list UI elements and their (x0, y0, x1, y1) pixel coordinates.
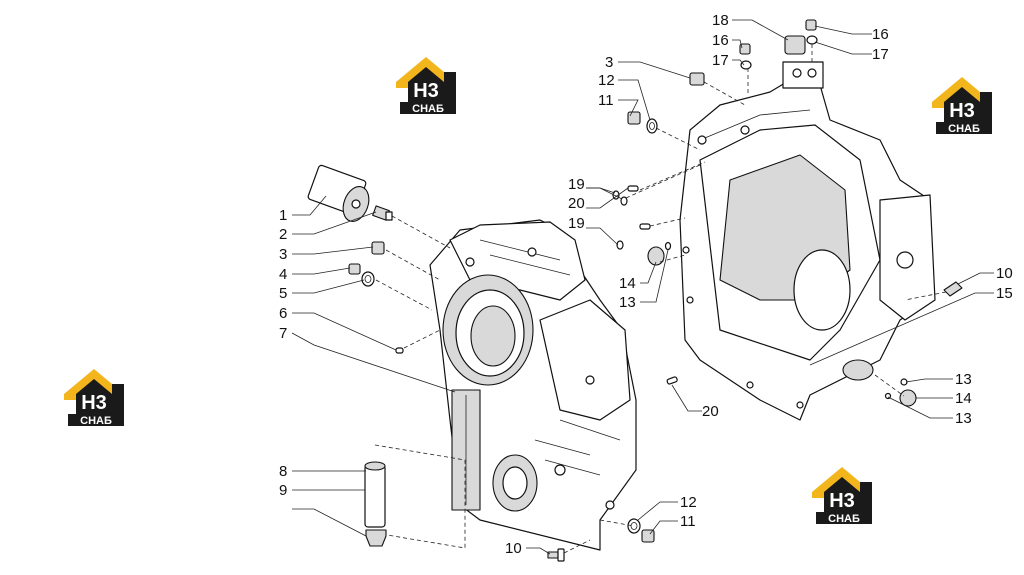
leader-lines (291, 19, 994, 555)
seal-13-left (664, 241, 672, 251)
callout-10: 10 (996, 265, 1013, 282)
plug-18 (784, 35, 806, 55)
callout-12: 12 (680, 494, 697, 511)
plug-9 (365, 529, 387, 547)
callout-20: 20 (702, 403, 719, 420)
logo-watermark: H3 СНАБ (812, 467, 872, 525)
plug-3-left (371, 241, 385, 255)
callout-11: 11 (598, 92, 614, 109)
plug-4 (348, 263, 361, 275)
callout-16: 16 (712, 32, 729, 49)
logo-text: СНАБ (80, 415, 112, 427)
callout-13: 13 (955, 410, 972, 427)
plug-11-bottom (641, 529, 655, 543)
assembly-lines (374, 44, 947, 554)
plug-11-top (627, 111, 641, 125)
bolt-10-bottom (547, 548, 565, 562)
callout-5: 5 (279, 285, 287, 302)
logo-watermark: H3 СНАБ (932, 77, 992, 135)
washer-12-top (646, 118, 658, 134)
plug-16-top (805, 19, 817, 31)
callout-13: 13 (955, 371, 972, 388)
callout-1: 1 (279, 207, 287, 224)
tube-8 (364, 461, 386, 528)
logo-watermark: H3 СНАБ (64, 369, 124, 427)
logo-mark: H3 (81, 392, 107, 414)
callout-10: 10 (505, 540, 522, 557)
logo-text: СНАБ (828, 513, 860, 525)
callout-17: 17 (712, 52, 729, 69)
callout-labels: 1 2 3 4 5 6 7 8 9 3 12 11 19 20 19 14 13… (279, 12, 1013, 557)
washer-17-top (806, 35, 818, 45)
callout-14: 14 (955, 390, 972, 407)
plug-16-mid (739, 43, 751, 55)
callout-3: 3 (279, 246, 287, 263)
plug-14-left (647, 246, 665, 266)
logo-text: СНАБ (948, 123, 980, 135)
callout-14: 14 (619, 275, 636, 292)
pin-6 (395, 347, 404, 354)
callout-11: 11 (680, 513, 696, 530)
callout-2: 2 (279, 226, 287, 243)
callout-3: 3 (605, 54, 613, 71)
callout-6: 6 (279, 305, 287, 322)
callout-13: 13 (619, 294, 636, 311)
plug-14-right (899, 389, 917, 407)
washer-5 (361, 271, 375, 287)
callout-15: 15 (996, 285, 1013, 302)
plug-3-right (689, 72, 705, 86)
pin-20-top (627, 185, 651, 230)
callout-16: 16 (872, 26, 889, 43)
logo-watermark: H3 СНАБ (396, 57, 456, 115)
callout-19: 19 (568, 176, 585, 193)
oil-filter (307, 164, 370, 222)
callout-9: 9 (279, 482, 287, 499)
rings-19 (612, 190, 628, 250)
logo-mark: H3 (829, 490, 855, 512)
logo-mark: H3 (949, 100, 975, 122)
front-housing (429, 219, 637, 551)
logo-text: СНАБ (412, 103, 444, 115)
callout-18: 18 (712, 12, 729, 29)
callout-19: 19 (568, 215, 585, 232)
adapter-fitting (372, 205, 393, 221)
main-housing (679, 61, 936, 421)
pin-20-bottom (666, 376, 678, 385)
logo-mark: H3 (413, 80, 439, 102)
callout-20: 20 (568, 195, 585, 212)
callout-12: 12 (598, 72, 615, 89)
callout-17: 17 (872, 46, 889, 63)
washer-12-bottom (627, 518, 641, 534)
callout-4: 4 (279, 266, 287, 283)
washer-17-mid (740, 60, 752, 70)
callout-7: 7 (279, 325, 287, 342)
callout-8: 8 (279, 463, 287, 480)
bolt-10-right (943, 281, 963, 297)
